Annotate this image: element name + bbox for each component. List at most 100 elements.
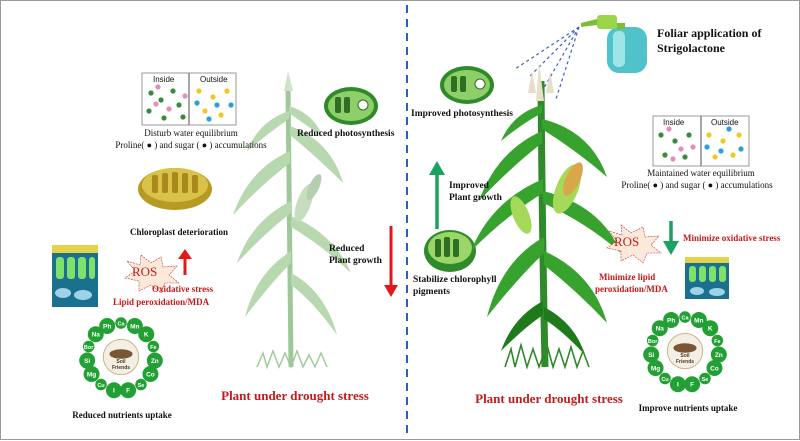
nutrient-circle-right-si — [643, 346, 660, 363]
nutrient-circle-right-fe — [711, 334, 724, 347]
ros-burst-right — [606, 224, 662, 264]
nutrient-circle-left-cu — [95, 378, 107, 391]
nutrient-circle-right-na — [651, 320, 668, 337]
plant-right-healthy — [471, 63, 621, 370]
chloroplast-reduced-icon — [324, 87, 378, 125]
soil-friends-text-left-2: Friends — [112, 365, 130, 371]
minimize-lipid-label-2: peroxidation/MDA — [595, 284, 668, 294]
nutrient-label-left-ph: Ph — [103, 323, 111, 330]
nutrient-label-left-bor: Bor — [84, 345, 94, 351]
stabilize-chlorophyll-label-2: pigments — [413, 287, 450, 297]
spray-mist-lines — [514, 26, 580, 100]
reduced-photosynthesis-label: Reduced photosynthesis — [297, 129, 395, 139]
nutrient-circle-left-na — [87, 326, 104, 343]
soil-friends-text-left-1: Soil — [116, 359, 126, 365]
nutrient-label-right-f: F — [690, 382, 694, 389]
minimize-oxidative-label: Minimize oxidative stress — [683, 233, 781, 243]
improve-nutrients-label: Improve nutrients uptake — [638, 403, 738, 413]
accumulations-label-left: Proline( ● ) and sugar ( ● ) accumulatio… — [115, 140, 267, 150]
oxidative-stress-label: Oxidative stress — [152, 284, 214, 294]
nutrient-circle-left-mn — [126, 317, 143, 334]
nutrient-label-right-na: Na — [656, 326, 665, 333]
ros-label-right: ROS — [614, 234, 640, 249]
nutrient-circle-left-mg — [83, 366, 100, 382]
nutrient-label-left-se: Se — [138, 383, 145, 389]
reduced-nutrients-label: Reduced nutrients uptake — [72, 410, 172, 420]
plant-drought-label-right: Plant under drought stress — [475, 391, 623, 406]
soil-friends-text-right-2: Friends — [676, 359, 694, 365]
nutrient-circle-right-f — [684, 376, 701, 393]
foliar-application-label-1: Foliar application of — [657, 26, 762, 40]
spray-bottle-icon — [581, 15, 647, 73]
reduced-growth-label-1: Reduced — [329, 244, 365, 254]
minimize-lipid-label-1: Minimize lipid — [599, 272, 656, 282]
chloroplast-deterioration-label: Chloroplast deterioration — [129, 227, 229, 237]
improved-growth-label-2: Plant growth — [449, 193, 502, 203]
nutrient-label-left-co: Co — [146, 371, 155, 378]
water-outside-label-right: Outside — [711, 118, 739, 127]
nutrient-circle-right-se — [699, 372, 711, 385]
nutrient-label-right-fe: Fe — [714, 339, 720, 345]
water-equilibrium-box-right — [652, 115, 750, 167]
chloroplast-deteriorated-icon — [138, 168, 212, 210]
nutrient-label-left-mn: Mn — [130, 323, 139, 330]
nutrient-label-left-zn: Zn — [151, 358, 159, 365]
nutrient-label-left-si: Si — [84, 358, 90, 365]
nutrient-circle-left-i — [105, 382, 122, 399]
nutrient-circle-right-ca — [679, 311, 691, 323]
nutrient-label-right-k: K — [708, 326, 713, 333]
nutrient-label-right-se: Se — [702, 377, 709, 383]
nutrient-label-left-k: K — [144, 332, 149, 339]
nutrient-circle-left-ph — [99, 317, 116, 334]
nutrient-label-left-mg: Mg — [87, 371, 96, 378]
nutrient-circle-right-cu — [659, 372, 671, 385]
nutrient-label-right-bor: Bor — [648, 339, 658, 345]
stabilize-chlorophyll-label-1: Stabilize chlorophyll — [413, 275, 497, 285]
chloroplast-improved-icon — [440, 66, 494, 104]
nutrient-circle-left-k — [138, 326, 155, 343]
nutrient-circle-right-i — [669, 376, 686, 393]
nutrient-circle-left-si — [79, 352, 96, 369]
ros-label-left: ROS — [132, 264, 158, 279]
nutrient-label-right-i: I — [677, 382, 679, 389]
nutrient-circle-right-bor — [646, 334, 659, 347]
ros-burst-left — [124, 254, 180, 294]
nutrient-label-right-mn: Mn — [694, 317, 703, 324]
soil-mound-right — [673, 343, 697, 353]
nutrient-label-right-si: Si — [648, 352, 654, 359]
nutrient-circle-left-co — [142, 366, 159, 382]
improved-photosynthesis-label: Improved photosynthesis — [411, 109, 513, 119]
nutrient-circle-right-co — [706, 360, 723, 376]
foliar-application-label-2: Strigolactone — [657, 41, 725, 55]
ros-tissue-image-right — [685, 257, 729, 299]
nutrient-label-right-zn: Zn — [715, 352, 723, 359]
soil-mound-left — [109, 349, 133, 359]
nutrient-circle-right-k — [702, 320, 719, 337]
soil-friends-text-right-1: Soil — [680, 353, 690, 359]
chloroplast-stabilized-icon — [424, 230, 476, 272]
nutrient-circle-left-bor — [82, 340, 95, 353]
nutrient-circle-right-ph — [663, 311, 680, 328]
nutrient-label-left-na: Na — [92, 332, 101, 339]
nutrient-circle-left-ca — [115, 317, 127, 329]
nutrient-label-left-ca: Ca — [117, 321, 125, 327]
water-equilibrium-box-left — [141, 72, 237, 126]
plant-left-stressed — [233, 71, 351, 370]
lipid-peroxidation-label: Lipid peroxidation/MDA — [113, 297, 210, 307]
water-inside-label-right: Inside — [663, 118, 685, 127]
accumulations-label-right: Proline( ● ) and sugar ( ● ) accumulatio… — [621, 180, 773, 190]
nutrient-circle-right-mg — [647, 360, 664, 376]
nutrient-label-left-f: F — [126, 388, 130, 395]
nutrient-circle-right-mn — [690, 311, 707, 328]
water-outside-label-left: Outside — [200, 75, 228, 84]
nutrient-label-right-co: Co — [710, 365, 719, 372]
maintained-water-label: Maintained water equilibrium — [647, 168, 755, 178]
improved-growth-label-1: Improved — [449, 181, 489, 191]
nutrient-label-left-fe: Fe — [150, 345, 156, 351]
nutrient-label-right-cu: Cu — [661, 377, 668, 383]
nutrient-circle-left-f — [120, 382, 137, 399]
nutrient-circle-left-se — [135, 378, 147, 391]
